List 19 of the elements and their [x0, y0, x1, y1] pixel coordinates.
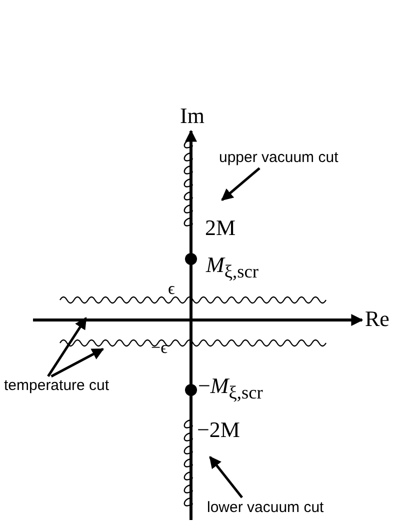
cut-label: lower vacuum cut: [207, 500, 324, 516]
cut-label: temperature cut: [4, 378, 110, 394]
branch-cut-wave: [60, 340, 326, 346]
value-label: −ϵ: [151, 339, 168, 358]
branch-cut-wave: [184, 139, 193, 232]
branch-cut-wave: [60, 296, 326, 304]
leader-arrow: [221, 167, 260, 201]
cut-label: upper vacuum cut: [219, 150, 338, 166]
branch-cut-wave: [184, 419, 193, 512]
leader-arrow: [209, 456, 243, 498]
leader-arrow: [50, 348, 104, 378]
value-label: M$_{ξ,scr}$: [206, 253, 258, 282]
value-label: 2M: [205, 216, 236, 240]
value-label: −2M: [197, 418, 240, 442]
axis-label: Im: [180, 104, 204, 128]
axis-label: Re: [365, 307, 390, 332]
leader-arrow: [47, 317, 88, 378]
value-label: −M$_{ξ,scr}$: [198, 374, 263, 403]
value-label: ϵ: [168, 280, 175, 299]
